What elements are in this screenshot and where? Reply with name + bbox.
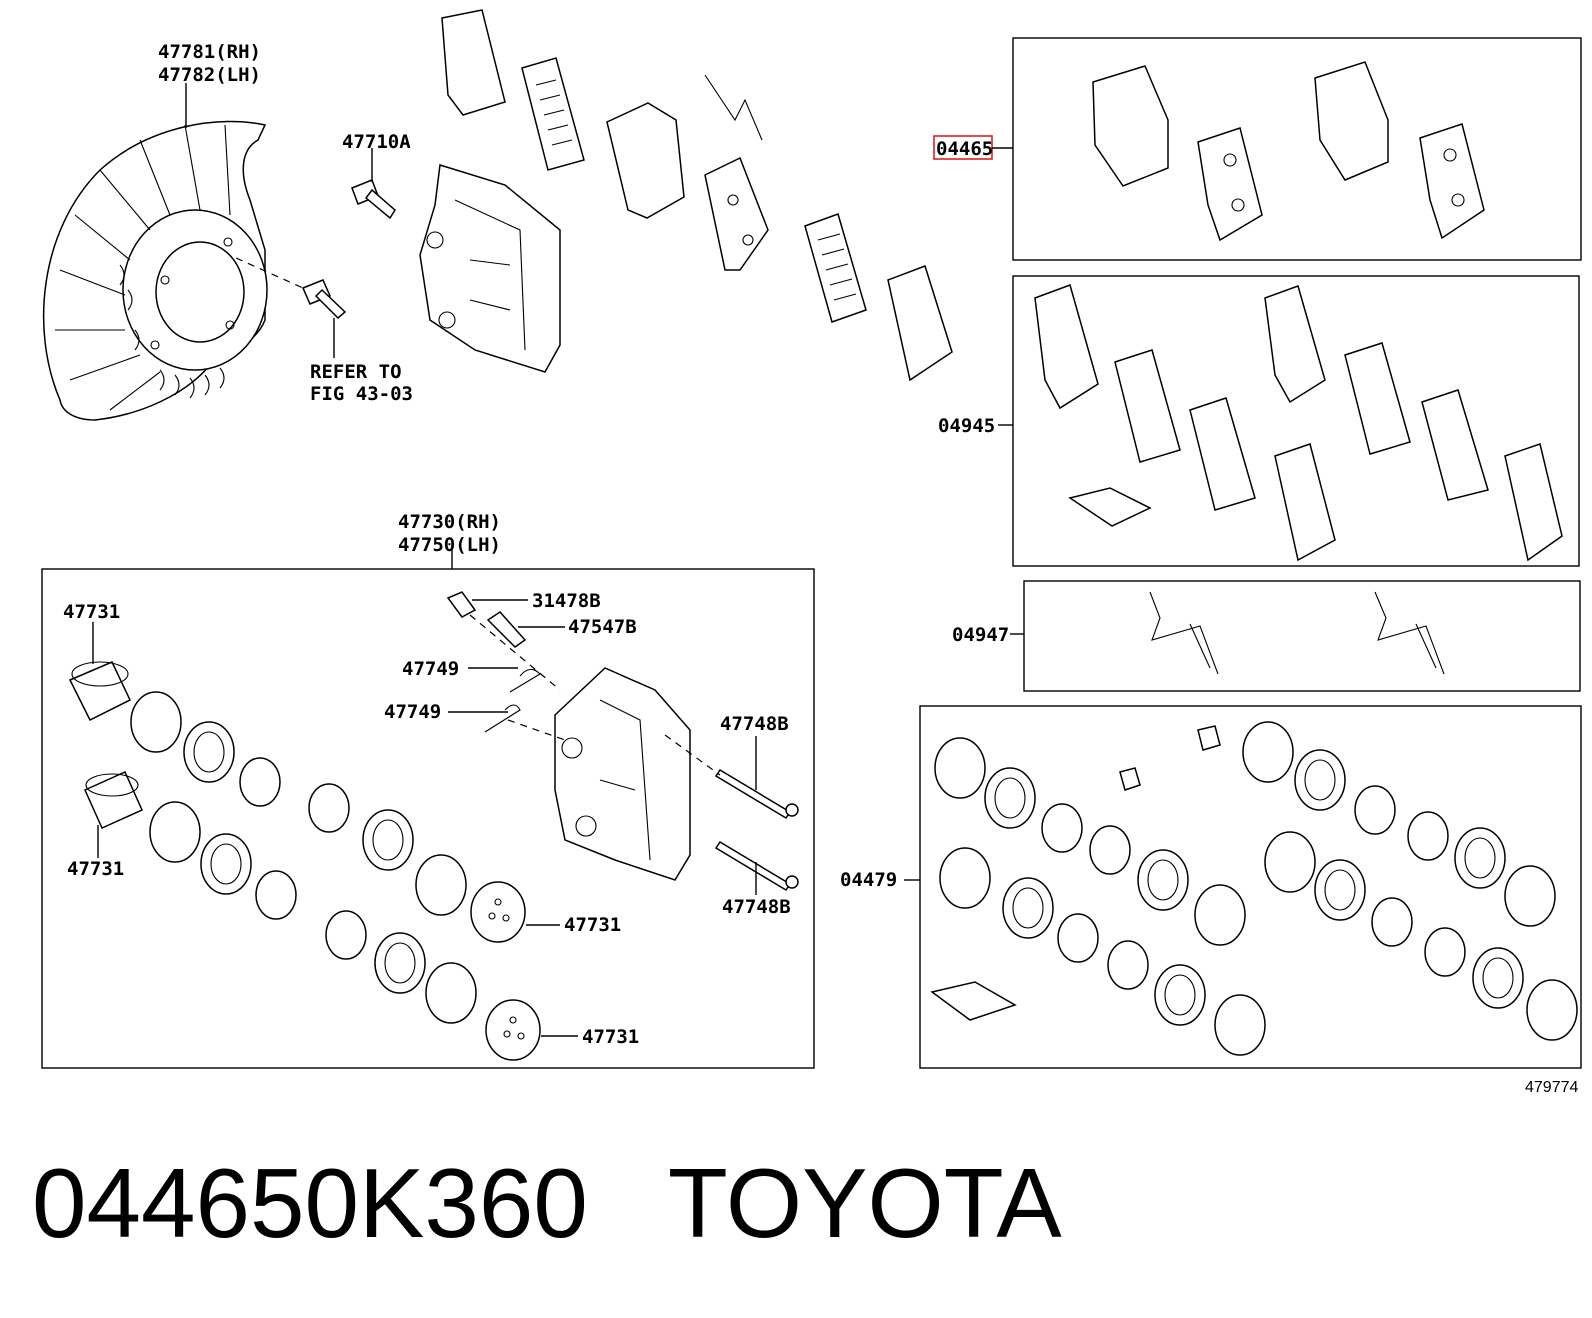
- pad-kit-drawing: [1092, 61, 1485, 242]
- label-pin-b: 47748B: [722, 896, 791, 918]
- label-dust-cover-line1: 47781(RH): [158, 41, 261, 63]
- label-caliper-line2: 47750(LH): [398, 534, 501, 556]
- bolt-drawing: [302, 179, 396, 320]
- seal-kit-drawing: [930, 721, 1578, 1056]
- shim-kit-drawing: [1034, 284, 1563, 562]
- part-footer: 044650K360 TOYOTA: [32, 1148, 1062, 1258]
- pad-shim-chain-drawing: [441, 9, 953, 382]
- label-piston-r1: 47731: [564, 914, 621, 936]
- label-bleeder-cap: 31478B: [532, 590, 601, 612]
- figure-id: 479774: [1525, 1079, 1578, 1096]
- label-bolt: 47710A: [342, 131, 411, 153]
- label-piston-tl: 47731: [63, 601, 120, 623]
- label-caliper-line1: 47730(RH): [398, 511, 501, 533]
- label-refer-line1: REFER TO: [310, 361, 402, 383]
- label-clip-a: 47749: [402, 658, 459, 680]
- caliper-assembly-drawing: [68, 591, 799, 1061]
- shim-kit-box: [1012, 275, 1580, 567]
- clip-kit-drawing: [1149, 591, 1445, 675]
- caliper-assembly-box: [41, 568, 815, 1069]
- pad-kit-box: [1012, 37, 1582, 261]
- label-clip-kit: 04947: [952, 624, 1009, 646]
- label-pin-a: 47748B: [720, 713, 789, 735]
- dust-cover-drawing: [42, 120, 268, 421]
- label-piston-r2: 47731: [582, 1026, 639, 1048]
- label-refer-line2: FIG 43-03: [310, 383, 413, 405]
- label-refer: REFER TO FIG 43-03: [310, 361, 413, 405]
- clip-kit-box: [1023, 580, 1581, 692]
- leader-dashed-bolt: [235, 257, 331, 301]
- leader-dashed-caliper-a: [469, 614, 561, 691]
- label-caliper: 47730(RH) 47750(LH): [398, 511, 512, 556]
- seal-kit-box: [919, 705, 1582, 1069]
- label-piston-bl: 47731: [67, 858, 124, 880]
- label-clip-b: 47749: [384, 701, 441, 723]
- footer-gap: [588, 1148, 668, 1258]
- label-pad-kit[interactable]: 04465: [936, 138, 993, 160]
- caliper-upper-drawing: [419, 164, 561, 373]
- label-dust-cover-line2: 47782(LH): [158, 64, 261, 86]
- label-seal-kit: 04479: [840, 869, 897, 891]
- label-shim-kit: 04945: [938, 415, 995, 437]
- part-number: 044650K360: [32, 1148, 588, 1258]
- leader-dashed-caliper-c: [664, 734, 721, 776]
- brand-name: TOYOTA: [667, 1148, 1062, 1258]
- label-bleeder-plug: 47547B: [568, 616, 637, 638]
- leader-dashed-caliper-b: [507, 719, 566, 741]
- label-dust-cover: 47781(RH) 47782(LH): [158, 41, 272, 86]
